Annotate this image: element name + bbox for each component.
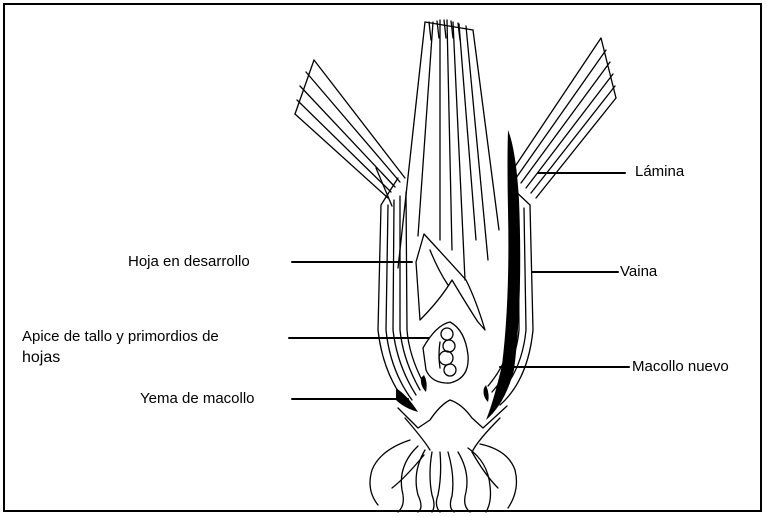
developing-leaf: [416, 234, 485, 330]
label-apice-line2: hojas: [22, 349, 60, 367]
apex-dark-left: [421, 375, 427, 392]
label-yema-de-macollo: Yema de macollo: [140, 390, 255, 408]
shoot-apex: [423, 322, 468, 383]
leader-lines: [289, 173, 629, 399]
label-apice-line1: Apice de tallo y primordios de: [22, 328, 219, 346]
dark-base-right: [484, 385, 489, 402]
label-hoja-en-desarrollo: Hoja en desarrollo: [128, 253, 250, 271]
left-leaf-blade: [295, 60, 405, 206]
label-macollo-nuevo: Macollo nuevo: [632, 358, 729, 376]
central-leaf-blade: [398, 20, 499, 280]
label-lamina: Lámina: [635, 163, 684, 181]
roots: [370, 440, 516, 512]
label-vaina: Vaina: [620, 263, 657, 281]
